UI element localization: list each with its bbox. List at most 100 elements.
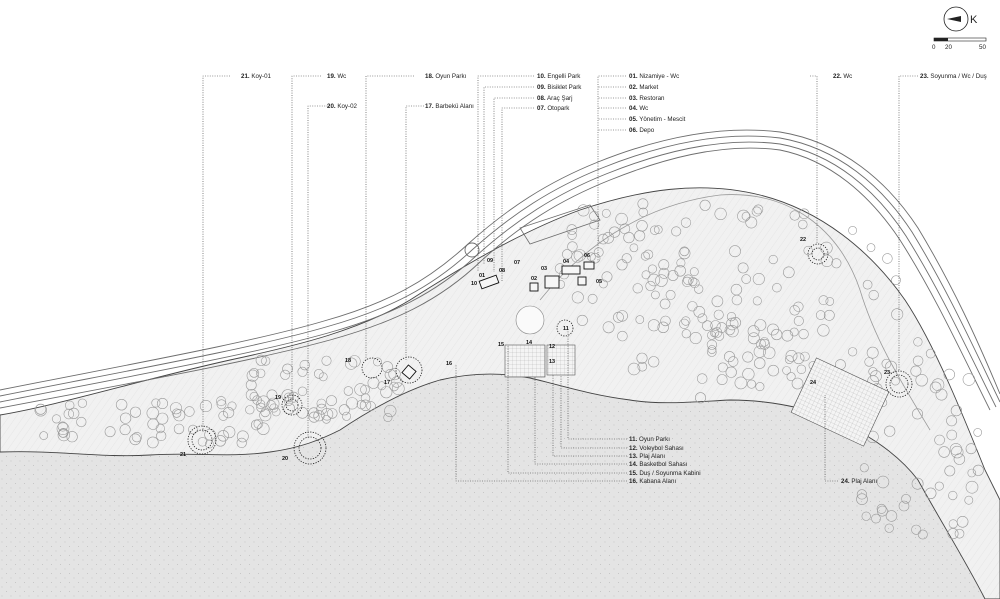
marker-05: 05 [596,279,602,285]
tree-icon [931,378,945,392]
tree-icon [593,247,604,258]
tree-icon [706,347,717,357]
tree-icon [901,493,911,504]
tree-icon [637,361,648,372]
marker-20: 20 [282,456,288,462]
tree-icon [658,259,670,271]
marker-14: 14 [526,340,533,346]
tree-icon [786,372,796,382]
tree-icon [313,410,325,422]
tree-icon [373,357,382,367]
tree-icon [687,301,698,312]
tree-icon [384,368,397,381]
tree-icon [711,295,724,308]
parking-lot [519,204,601,245]
volleyball-court [546,344,576,376]
scale-tick-50: 50 [979,44,986,51]
tree-icon [729,245,741,258]
tree-icon [681,276,693,288]
tree-icon [881,358,892,369]
tree-icon [866,243,876,252]
tree-icon [679,246,690,257]
tree-icon [653,225,663,234]
tree-icon [737,209,750,223]
marker-04: 04 [563,259,570,265]
label-10: 10. Engelli Park [537,73,581,80]
tree-icon [77,398,87,408]
tree-icon [647,264,657,274]
buildings [401,261,595,380]
tree-icon [576,314,588,326]
tree-icon [962,373,976,386]
tree-icon [245,379,257,391]
tree-icon [911,524,922,535]
tree-icon [313,368,324,379]
tree-icon [825,297,835,306]
tree-icon [898,500,910,512]
tree-icon [767,323,779,336]
tree-icon [636,352,648,364]
tree-icon [954,528,965,539]
label-17: 17. Barbekü Alanı [425,103,474,110]
marker-24: 24 [810,380,817,386]
tree-icon [599,279,608,289]
map-markers: 01 02 03 04 05 06 07 08 09 10 11 12 13 1… [180,237,890,462]
tree-icon [747,332,760,345]
tree-icon [56,422,70,436]
tree-icon [917,529,928,540]
tree-icon [259,409,272,422]
tree-icon [723,351,735,363]
tree-icon [389,381,399,392]
tree-icon [104,426,116,438]
tree-icon [345,397,359,410]
marker-15: 15 [498,342,504,348]
tree-icon [170,402,183,415]
tree-icon [156,430,167,442]
tree-icon [391,376,403,388]
tree-icon [707,330,717,340]
marker-16: 16 [446,361,452,367]
tree-icon [689,267,699,277]
main-road [0,129,1000,411]
tree-icon [973,428,983,437]
tree-icon [876,503,887,514]
tree-icon [868,290,879,301]
tree-icon [706,339,718,350]
tree-icon [360,384,370,395]
tree-icon [658,267,670,279]
tree-icon [253,419,264,429]
tree-icon [236,430,249,443]
tree-icon [589,219,600,230]
tree-icon [856,493,868,506]
tree-icon [249,391,259,402]
tree-icon [717,362,728,373]
leader-lines [202,75,918,482]
tree-icon [689,278,700,289]
tree-icon [759,338,770,350]
marker-10: 10 [471,281,477,287]
tree-icon [949,443,963,456]
tree-icon [216,396,227,407]
tree-icon [156,412,169,425]
tree-icon [146,406,160,420]
tree-icon [911,408,923,420]
tree-icon [157,397,169,409]
marker-18: 18 [345,358,351,364]
tree-icon [326,395,337,406]
tree-icon [753,357,766,369]
tree-icon [716,322,728,333]
tree-icon [746,379,756,389]
basketball-court [504,344,546,378]
tree-icon [58,427,69,438]
tree-icon [638,207,648,218]
tree-icon [818,295,829,306]
tree-icon [308,407,320,419]
tree-icon [381,361,394,373]
tree-icon [650,225,660,235]
tree-icon [817,324,830,337]
tree-icon [130,406,142,418]
tree-icon [204,428,216,441]
tree-icon [587,293,598,304]
tree-icon [725,317,739,331]
marker-03: 03 [541,266,547,272]
